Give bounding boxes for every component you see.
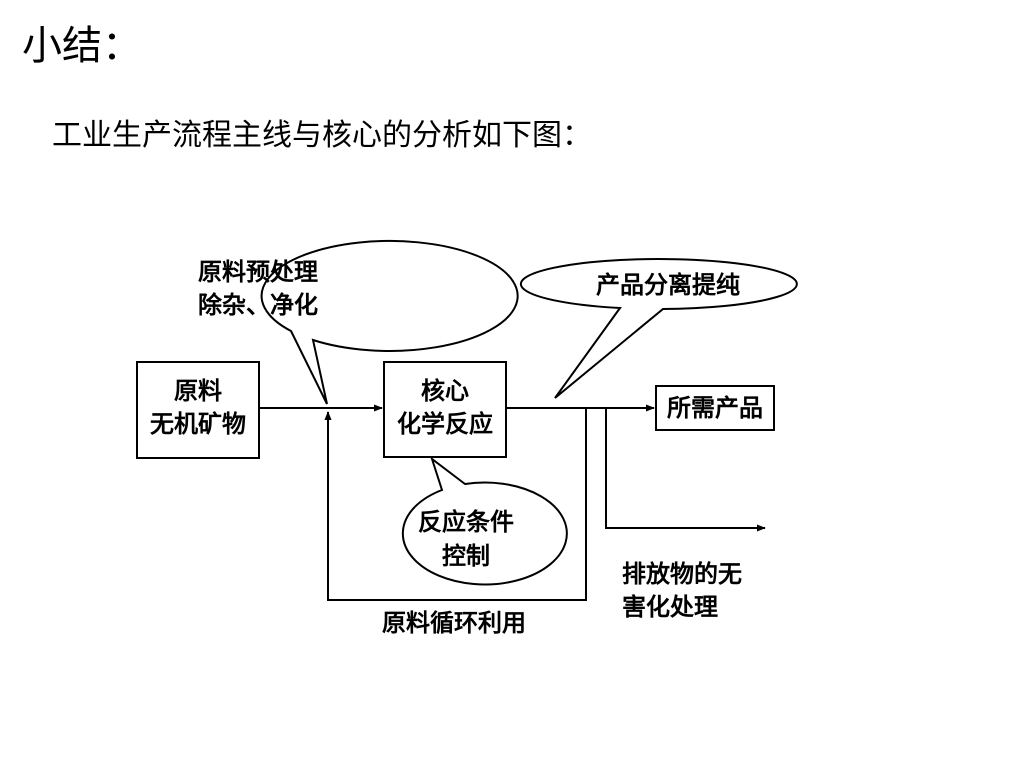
separation-bubble: 产品分离提纯	[519, 258, 798, 399]
product-label: 所需产品	[667, 393, 763, 422]
page-subtitle: 工业生产流程主线与核心的分析如下图：	[52, 118, 592, 153]
recycle-label: 原料循环利用	[382, 608, 526, 637]
core-reaction-label-line2: 化学反应	[397, 409, 493, 438]
emission-label-line1: 排放物的无	[622, 559, 742, 588]
emission-label-line2: 害化处理	[622, 592, 718, 621]
pretreatment-label-line2: 除杂、净化	[198, 290, 318, 319]
core-reaction-box: 核心 化学反应	[383, 361, 507, 458]
raw-material-label-line1: 原料	[174, 376, 222, 405]
condition-label-line2: 控制	[442, 541, 490, 570]
condition-bubble: 反应条件 控制	[401, 456, 568, 586]
page-title: 小结：	[22, 23, 142, 69]
raw-material-box: 原料 无机矿物	[136, 361, 260, 459]
condition-label-line1: 反应条件	[418, 507, 514, 536]
recycle-loop-arrow	[324, 408, 587, 601]
pretreatment-bubble: 原料预处理 除杂、净化	[198, 239, 519, 405]
core-reaction-label-line1: 核心	[421, 376, 469, 405]
separation-label: 产品分离提纯	[596, 270, 740, 299]
pretreatment-label-line1: 原料预处理	[198, 257, 318, 286]
emission-arrow	[605, 408, 766, 532]
product-box: 所需产品	[655, 385, 775, 431]
raw-material-label-line2: 无机矿物	[150, 409, 246, 438]
